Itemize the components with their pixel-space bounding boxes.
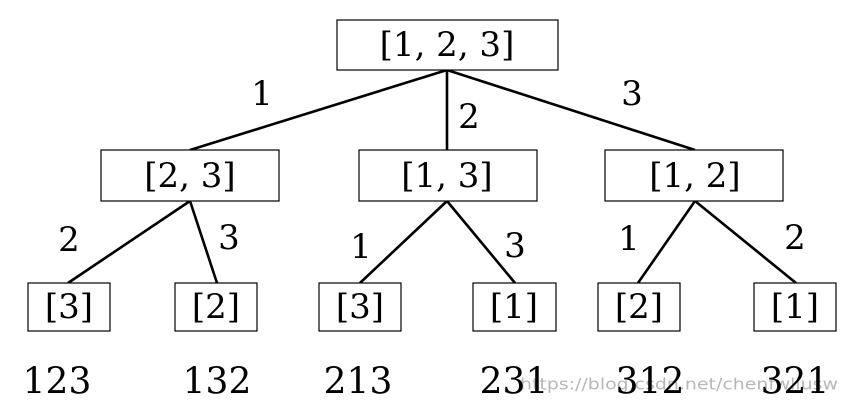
node-label: [2] <box>615 287 663 327</box>
node-box <box>100 149 280 202</box>
edge-label: 3 <box>504 226 526 266</box>
node-box <box>336 19 559 71</box>
node-label: [3] <box>336 287 384 327</box>
tree-node-level1: [2, 3] <box>100 149 280 202</box>
edge-label: 1 <box>618 219 640 259</box>
node-label: [1, 3] <box>401 156 492 196</box>
tree-node-leaf: [2] <box>597 282 681 332</box>
edge-label: 1 <box>251 74 273 114</box>
node-box <box>174 282 258 332</box>
edge-node-1-3-to-leaf-3 <box>359 200 448 284</box>
tree-node-root: [1, 2, 3] <box>336 19 559 71</box>
edge-node-1-2-to-leaf-1 <box>694 199 797 285</box>
permutation-result: 321 <box>761 362 830 403</box>
node-label: [1] <box>490 287 538 327</box>
node-box <box>318 282 402 332</box>
edge-label: 2 <box>784 218 806 258</box>
permutation-result: 132 <box>183 362 252 403</box>
tree-node-level1: [1, 2] <box>604 149 784 202</box>
node-label: [1, 2, 3] <box>380 25 515 65</box>
tree-node-leaf: [3] <box>318 282 402 332</box>
edge-label: 2 <box>58 220 80 260</box>
node-box <box>472 282 557 332</box>
edge-label: 2 <box>458 97 480 137</box>
edge-node-2-3-to-leaf-2 <box>188 200 219 284</box>
tree-node-level1: [1, 3] <box>358 149 538 202</box>
permutation-result: 231 <box>480 362 549 403</box>
tree-node-leaf: [1] <box>753 282 837 332</box>
node-box <box>597 282 681 332</box>
node-label: [1, 2] <box>649 156 740 196</box>
node-label: [2, 3] <box>144 156 235 196</box>
edge-root-to-node-2-3 <box>189 68 448 152</box>
node-box <box>27 282 111 332</box>
edge-node-2-3-to-leaf-3 <box>67 199 191 285</box>
tree-node-leaf: [1] <box>472 282 557 332</box>
tree-node-leaf: [3] <box>27 282 111 332</box>
edge-node-1-3-to-leaf-1 <box>445 200 517 284</box>
node-label: [2] <box>192 287 240 327</box>
permutation-result: 312 <box>616 362 685 403</box>
tree-node-leaf: [2] <box>174 282 258 332</box>
permutation-result: 213 <box>324 362 393 403</box>
node-label: [3] <box>45 287 93 327</box>
edge-label: 3 <box>218 218 240 258</box>
edge-root-to-node-1-2 <box>446 68 696 152</box>
edge-label: 1 <box>350 227 372 267</box>
edge-label: 3 <box>621 74 643 114</box>
node-box <box>358 149 538 202</box>
node-box <box>753 282 837 332</box>
watermark-text: https://blog.csdn.net/chenfwliusw <box>520 375 838 394</box>
permutation-result: 123 <box>23 362 92 403</box>
edge-node-1-2-to-leaf-2 <box>636 200 697 284</box>
node-label: [1] <box>771 287 819 327</box>
node-box <box>604 149 784 202</box>
